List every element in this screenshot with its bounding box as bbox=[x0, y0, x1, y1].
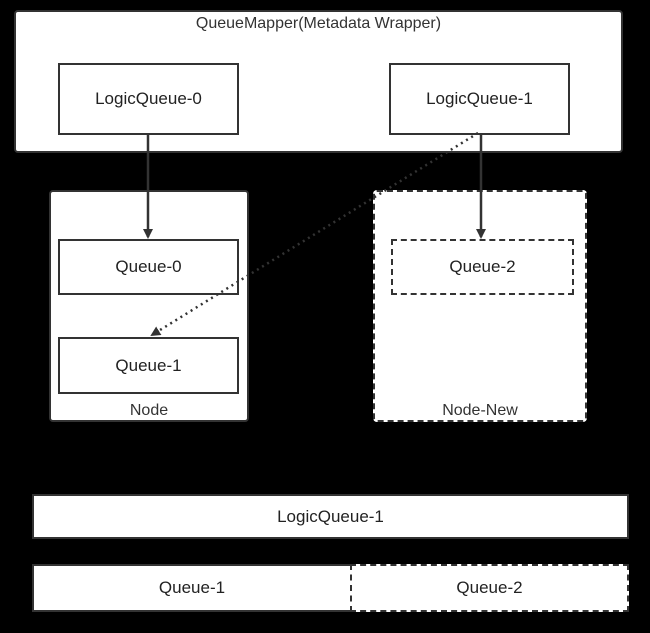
node-new-label: Node-New bbox=[442, 402, 518, 419]
queue-mapper-title: QueueMapper(Metadata Wrapper) bbox=[195, 15, 442, 32]
logic-queue-0-box: LogicQueue-0 bbox=[58, 63, 239, 135]
queue-0-box: Queue-0 bbox=[58, 239, 239, 295]
queue-1-box: Queue-1 bbox=[58, 337, 239, 394]
bottom-logic-queue-bar: LogicQueue-1 bbox=[32, 494, 629, 539]
bottom-queue-1-segment: Queue-1 bbox=[32, 564, 352, 612]
node-label: Node bbox=[129, 402, 169, 419]
node-new-container: Node-New bbox=[373, 190, 587, 422]
queue-2-box: Queue-2 bbox=[391, 239, 574, 295]
bottom-queue-2-segment: Queue-2 bbox=[350, 564, 629, 612]
logic-queue-1-box: LogicQueue-1 bbox=[389, 63, 570, 135]
